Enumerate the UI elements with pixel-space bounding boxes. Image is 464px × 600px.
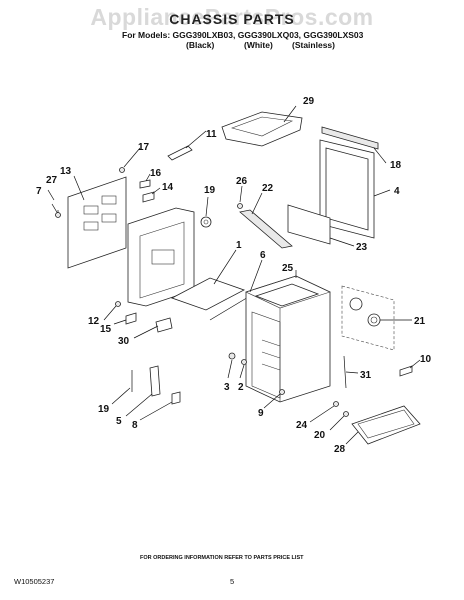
part-16-clip xyxy=(139,179,151,189)
part-21-knob-assembly xyxy=(341,285,395,351)
part-25-oven-cavity xyxy=(245,275,331,403)
part-28-broiler-pan xyxy=(351,405,421,445)
part-24-clip xyxy=(333,401,339,407)
callout-23: 23 xyxy=(356,242,368,253)
part-8-leveling-foot xyxy=(171,391,181,405)
callout-18: 18 xyxy=(390,160,402,171)
callout-21: 21 xyxy=(414,316,426,327)
callout-31: 31 xyxy=(360,370,372,381)
callout-24: 24 xyxy=(296,420,308,431)
leader-lines xyxy=(47,105,421,445)
callout-3: 3 xyxy=(224,382,230,393)
callout-7: 7 xyxy=(36,186,42,197)
part-13-side-panel xyxy=(67,176,127,269)
callout-4: 4 xyxy=(394,186,400,197)
ordering-info-note: FOR ORDERING INFORMATION REFER TO PARTS … xyxy=(140,555,304,561)
part-14-clip xyxy=(142,191,155,203)
part-17-screw xyxy=(119,167,125,173)
callout-1: 1 xyxy=(236,240,242,251)
callout-28: 28 xyxy=(334,444,346,455)
part-20-screw xyxy=(343,411,349,417)
callout-27: 27 xyxy=(46,175,58,186)
callout-9: 9 xyxy=(258,408,264,419)
part-15-clip xyxy=(125,312,137,325)
callout-11: 11 xyxy=(206,129,217,140)
part-22-rail xyxy=(239,209,293,249)
callout-13: 13 xyxy=(60,166,72,177)
callout-22: 22 xyxy=(262,183,274,194)
callout-8: 8 xyxy=(132,420,138,431)
callout-16: 16 xyxy=(150,168,162,179)
part-18-trim-strip xyxy=(321,126,379,150)
page-title: CHASSIS PARTS xyxy=(169,11,295,27)
part-29-top-panel xyxy=(221,111,303,147)
part-1-bottom-plate xyxy=(171,277,245,311)
callout-2: 2 xyxy=(238,382,244,393)
callout-6: 6 xyxy=(260,250,266,261)
part-10-clip xyxy=(399,365,413,377)
part-19-grommet xyxy=(200,216,212,228)
callout-labels: 29 11 17 18 13 16 7 27 14 19 26 22 4 23 … xyxy=(36,96,432,455)
callout-10: 10 xyxy=(420,354,432,365)
callout-15: 15 xyxy=(100,324,112,335)
part-7-screw xyxy=(51,203,61,218)
part-9-screw xyxy=(279,389,285,395)
part-5-bracket xyxy=(149,365,161,397)
variant-stainless: (Stainless) xyxy=(292,40,335,50)
callout-20: 20 xyxy=(314,430,326,441)
watermark-text: AppliancePartsPros.com xyxy=(90,4,374,30)
part-26-screw xyxy=(237,203,243,209)
part-11-bracket xyxy=(167,145,193,161)
part-6-rod xyxy=(209,295,251,321)
callout-26: 26 xyxy=(236,176,248,187)
models-line: For Models: GGG390LXB03, GGG390LXQ03, GG… xyxy=(122,30,364,40)
part-3-screw xyxy=(228,352,236,360)
part-30-bracket xyxy=(155,317,173,333)
variant-white: (White) xyxy=(244,40,273,50)
callout-19-upper: 19 xyxy=(204,185,216,196)
callout-12: 12 xyxy=(88,316,100,327)
part-23-panel xyxy=(287,204,331,245)
part-12-screw xyxy=(115,301,121,307)
callout-5: 5 xyxy=(116,416,122,427)
document-code: W10505237 xyxy=(14,577,55,586)
part-4-door-frame xyxy=(319,139,375,239)
part-2-screw xyxy=(241,359,247,365)
page-number: 5 xyxy=(230,577,235,586)
callout-17: 17 xyxy=(138,142,150,153)
callout-25: 25 xyxy=(282,263,294,274)
callout-29: 29 xyxy=(303,96,315,107)
callout-19-lower: 19 xyxy=(98,404,110,415)
variant-black: (Black) xyxy=(186,40,215,50)
callout-30: 30 xyxy=(118,336,130,347)
callout-14: 14 xyxy=(162,182,174,193)
part-31-rod xyxy=(343,355,347,389)
